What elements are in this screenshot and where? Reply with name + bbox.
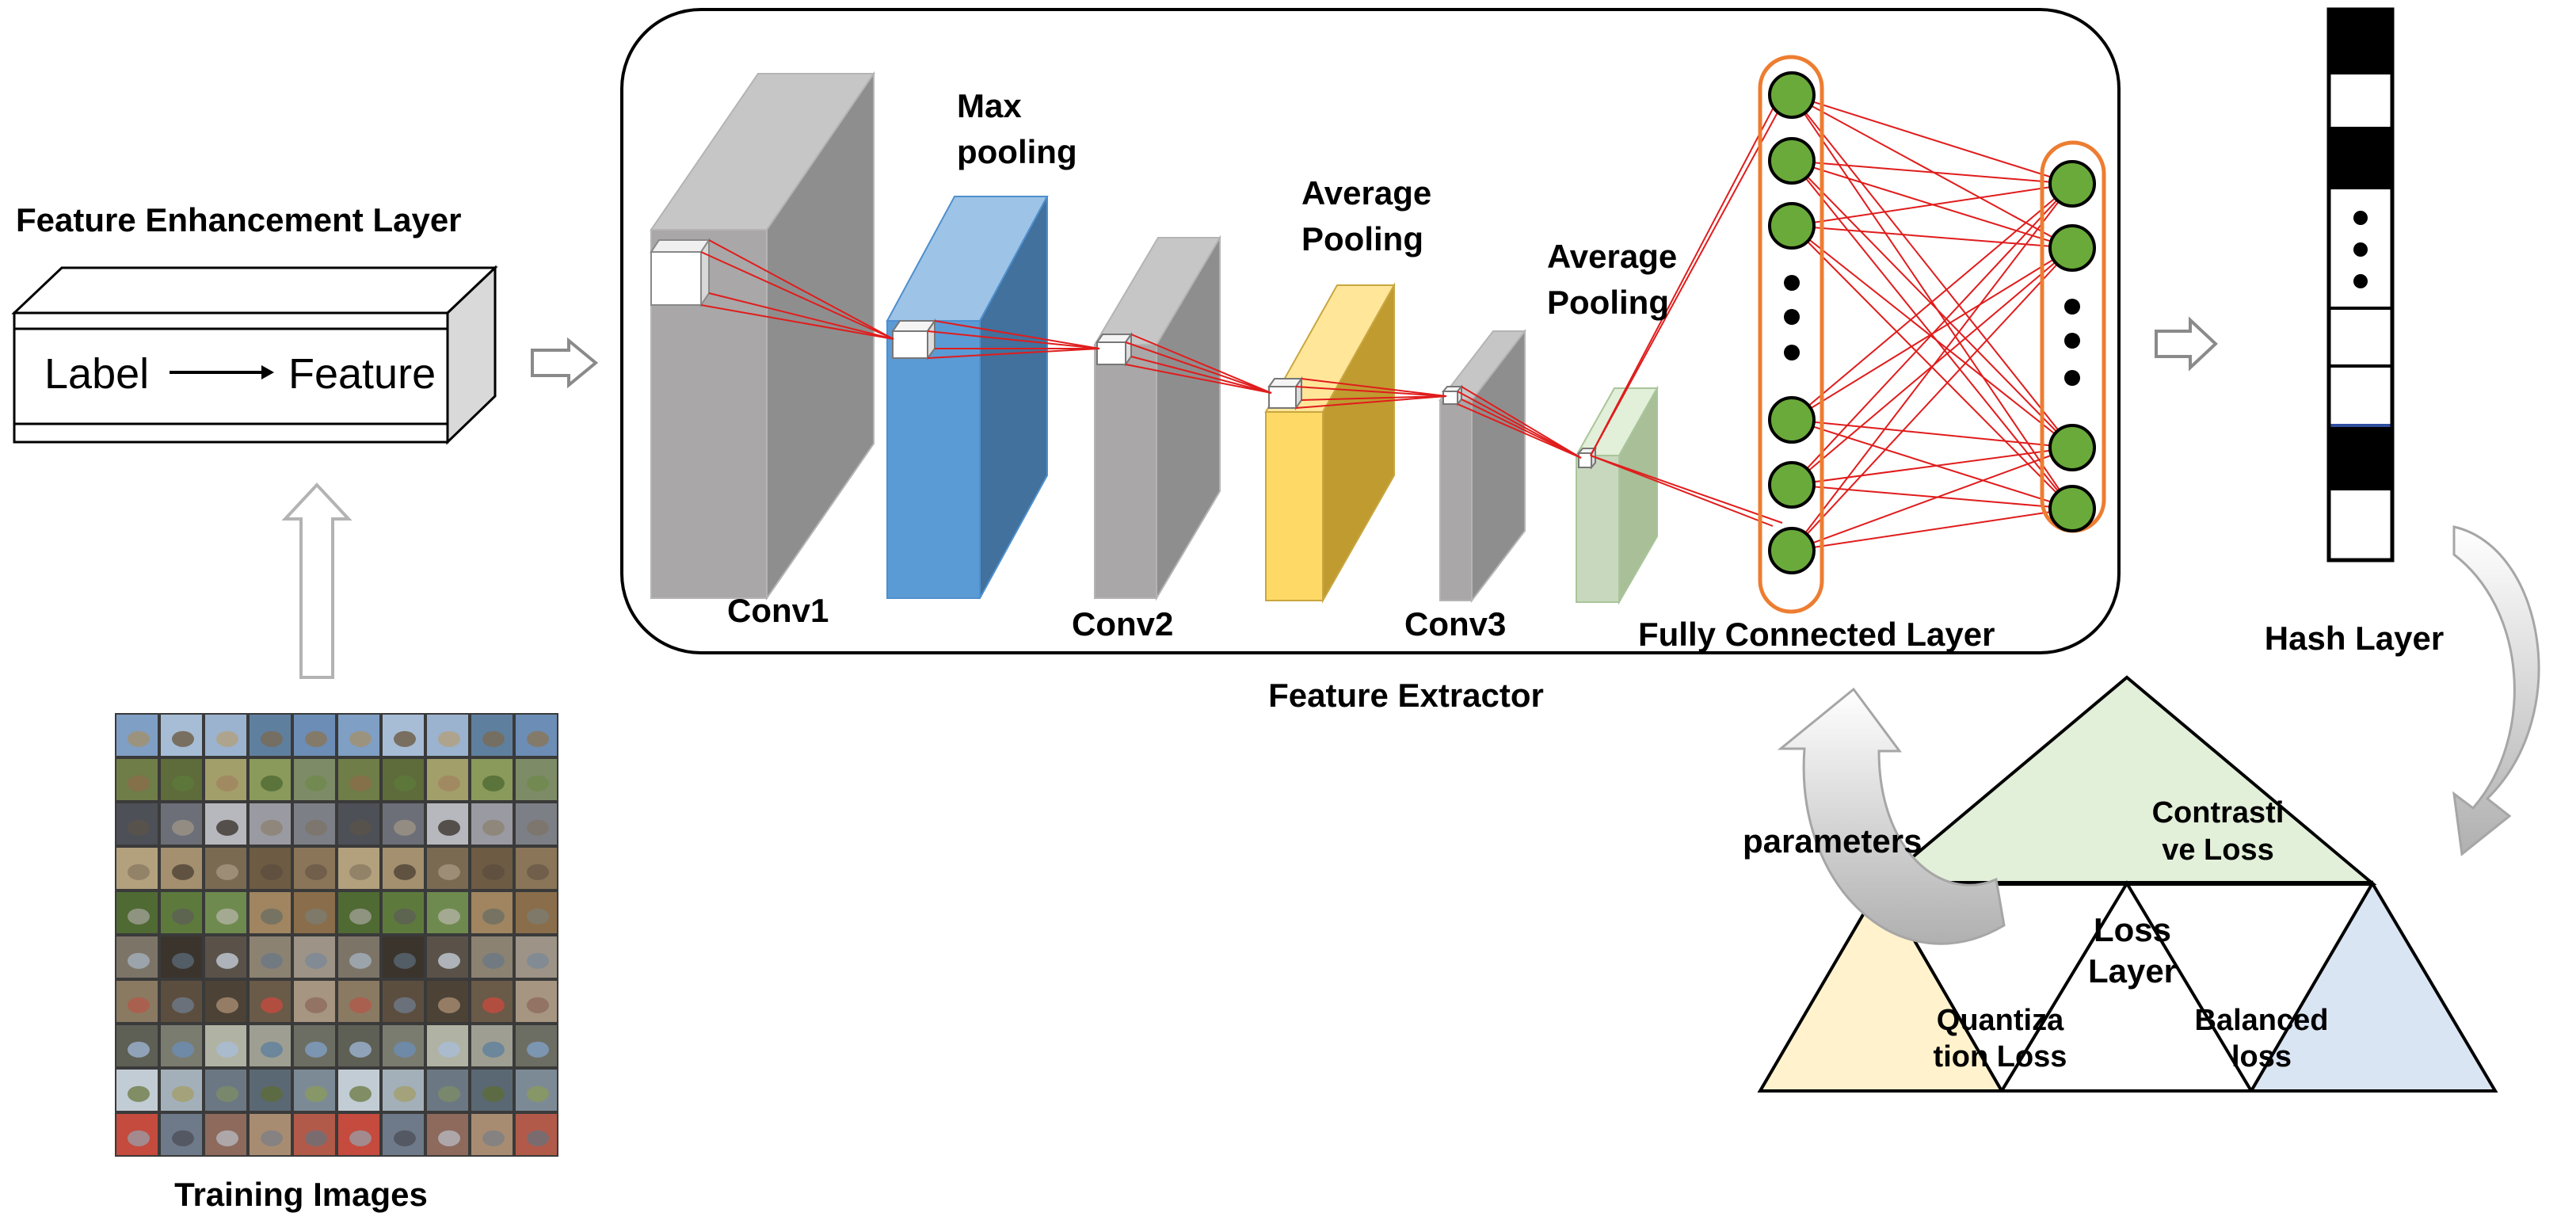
hash-layer-title: Hash Layer <box>2265 620 2444 657</box>
right-hollow-arrow-icon <box>531 337 599 389</box>
contrastive-loss-line1: Contrasti <box>2152 796 2284 829</box>
conv1-block <box>650 71 875 601</box>
avg-pooling-2-label-line2: Pooling <box>1547 284 1669 321</box>
quantization-loss-line1: Quantiza <box>1937 1004 2064 1037</box>
parameters-feedback-curved-arrow-icon <box>1777 687 2006 945</box>
loss-layer-line1: Loss <box>2094 911 2171 948</box>
contrastive-loss-triangle <box>1877 675 2377 885</box>
feature-extractor: Conv1 Max pooling Conv2 Average Pooling … <box>620 8 2121 654</box>
fc-neurons <box>1768 71 2096 574</box>
feature-text: Feature <box>288 350 436 398</box>
average-pooling-2-block <box>1575 385 1659 605</box>
hash-layer <box>2326 7 2395 563</box>
loss-layer-line2: Layer <box>2088 952 2177 990</box>
avg-pooling-1-label-line1: Average <box>1301 174 1431 212</box>
quantization-loss-line2: tion Loss <box>1934 1040 2067 1074</box>
conv1-label: Conv1 <box>727 592 829 629</box>
up-hollow-arrow-icon <box>281 482 352 679</box>
avg-pooling-2-label-line1: Average <box>1547 238 1677 275</box>
parameters-label: parameters <box>1743 822 1922 860</box>
conv2-block <box>1093 235 1221 601</box>
extractor-caption: Feature Extractor <box>1268 677 1544 714</box>
contrastive-loss-line2: ve Loss <box>2162 833 2274 867</box>
feature-enhancement-layer: Feature Enhancement Layer Label Feature <box>11 201 498 445</box>
quantization-loss-triangle <box>1757 880 2005 1093</box>
balanced-loss-line1: Balanced <box>2195 1004 2329 1037</box>
connection-lines <box>700 94 2073 551</box>
loss-center-triangle <box>1999 880 2254 1093</box>
balanced-loss-line2: loss <box>2231 1040 2292 1074</box>
balanced-loss-triangle <box>2248 880 2498 1093</box>
max-pooling-block <box>886 196 1049 599</box>
avg-pooling-1-label-line2: Pooling <box>1301 220 1423 257</box>
conv3-block <box>1438 329 1527 603</box>
hash-to-loss-curved-arrow-icon <box>2452 525 2540 856</box>
label-text: Label <box>44 350 149 398</box>
conv2-label: Conv2 <box>1072 605 1173 643</box>
training-images <box>115 713 558 1157</box>
right-hollow-arrow-2-icon <box>2155 316 2218 372</box>
max-pooling-label-line2: pooling <box>957 133 1077 170</box>
fc-layer-label: Fully Connected Layer <box>1638 616 1995 653</box>
max-pooling-label-line1: Max <box>957 87 1022 124</box>
label-to-feature-arrow-icon <box>170 365 274 379</box>
training-caption: Training Images <box>174 1176 428 1213</box>
loss-layer: Contrasti ve Loss Loss Layer Quantiza ti… <box>1757 675 2498 1093</box>
fc-input-capsule <box>1758 55 1824 614</box>
average-pooling-1-block <box>1264 282 1396 604</box>
conv3-label: Conv3 <box>1404 605 1506 643</box>
enhancement-title: Feature Enhancement Layer <box>16 201 462 238</box>
